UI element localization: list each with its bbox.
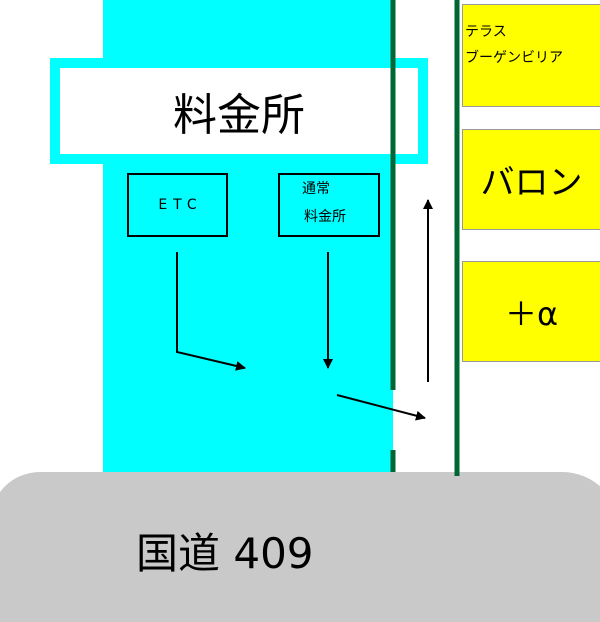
sign-balloon-label: バロン (480, 163, 583, 203)
sign-plus-alpha: ＋α (462, 261, 600, 362)
merge-arrow (336, 394, 426, 421)
etc-lane-box: ETC (127, 173, 228, 237)
national-road (0, 472, 600, 622)
normal-lane-box: 通常 料金所 (278, 173, 380, 237)
diagram-lines (176, 0, 460, 476)
tollbooth-sign: 料金所 (60, 68, 418, 154)
etc-lane-label: ETC (158, 197, 203, 213)
sign-terrace-line2: ブーゲンビリア (465, 50, 563, 66)
etc-route-arrow (176, 252, 246, 371)
sign-terrace-bougainvillea: テラス ブーゲンビリア (462, 4, 600, 107)
sign-balloon: バロン (462, 129, 600, 230)
sign-terrace-line1: テラス (465, 24, 507, 40)
normal-lane-label-line1: 通常 (302, 181, 330, 197)
normal-lane-label-line2: 料金所 (304, 209, 346, 225)
sign-plus-label: ＋α (504, 294, 559, 333)
tollbooth-label: 料金所 (173, 90, 305, 141)
road-label: 国道 409 (136, 529, 314, 578)
